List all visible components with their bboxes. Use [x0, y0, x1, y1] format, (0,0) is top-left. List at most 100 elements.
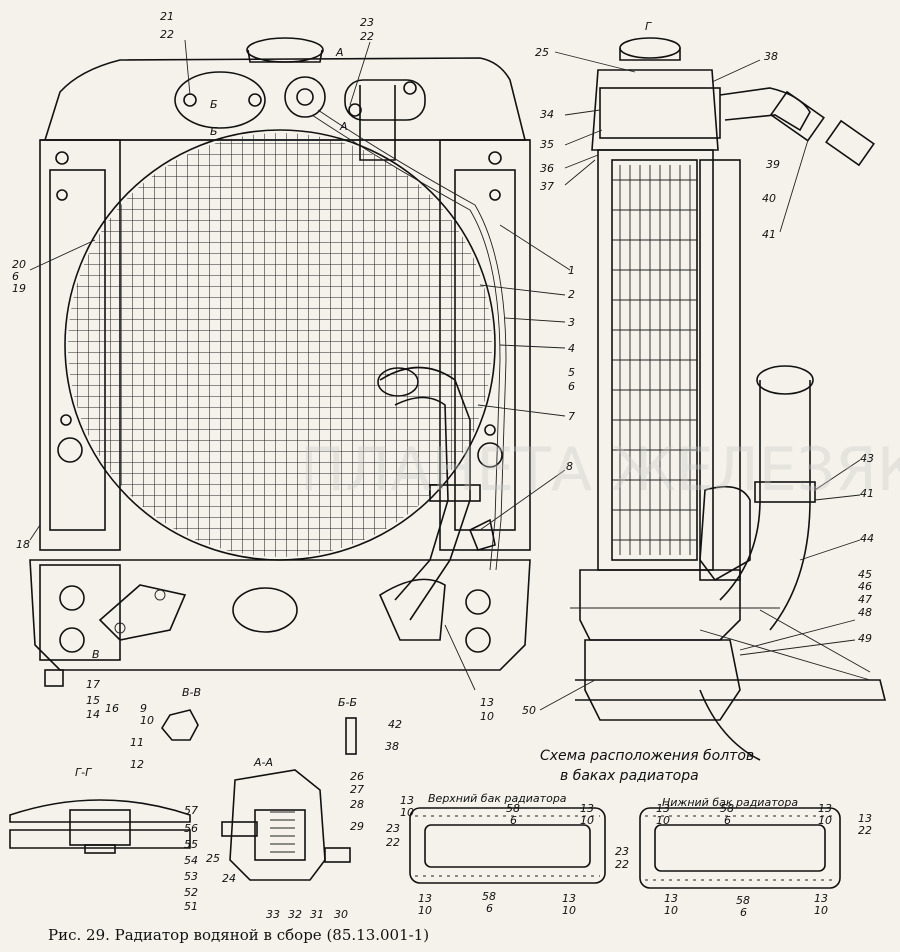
label-25: 25: [206, 852, 220, 865]
label-13: 13: [656, 802, 670, 815]
label-24: 24: [222, 872, 236, 885]
label-7: 7: [568, 410, 575, 423]
label-21: 21: [160, 10, 174, 23]
label-10: 10: [814, 904, 828, 917]
label-6: 6: [510, 814, 517, 827]
section-vv-title: В-В: [182, 686, 201, 699]
label-54: 54: [184, 854, 198, 867]
label-13: 13: [480, 696, 494, 709]
upper-tank-label: Верхний бак радиатора: [428, 792, 567, 805]
label-23: 23: [615, 845, 629, 858]
label-31: 31: [310, 908, 324, 921]
label-42: 42: [388, 718, 402, 731]
label-22: 22: [858, 824, 872, 837]
label-37: 37: [540, 180, 554, 193]
schema-title-line2: в баках радиатора: [560, 768, 699, 784]
label-6: 6: [724, 814, 731, 827]
label-46: 46: [858, 580, 872, 593]
label-38: 38: [764, 50, 778, 63]
label-32: 32: [288, 908, 302, 921]
label-30: 30: [334, 908, 348, 921]
label-50: 50: [522, 704, 536, 717]
label-44: 44: [860, 532, 874, 545]
label-1: 1: [568, 264, 575, 277]
label-43: 43: [860, 452, 874, 465]
label-14: 14: [86, 708, 100, 721]
section-gg-title: Г-Г: [75, 766, 92, 779]
label-38: 38: [385, 740, 399, 753]
label-3: 3: [568, 316, 575, 329]
label-13: 13: [664, 892, 678, 905]
label-10: 10: [480, 710, 494, 723]
label-47: 47: [858, 593, 872, 606]
label-10: 10: [818, 814, 832, 827]
label-4: 4: [568, 342, 575, 355]
label-v: В: [92, 648, 100, 661]
label-58: 58: [506, 802, 520, 815]
label-10: 10: [562, 904, 576, 917]
label-a: А: [339, 120, 348, 133]
leader-lines: [29, 39, 861, 711]
side-view: [570, 37, 887, 761]
label-10: 10: [140, 714, 154, 727]
label-15: 15: [86, 694, 100, 707]
label-6: 6: [12, 270, 19, 283]
label-23: 23: [360, 16, 374, 29]
watermark: ПЛАНЕТА ЖЕЛЕЗЯКА: [300, 435, 900, 505]
label-58: 58: [736, 894, 750, 907]
label-13: 13: [818, 802, 832, 815]
label-6: 6: [486, 902, 493, 915]
label-13: 13: [400, 794, 414, 807]
label-25: 25: [535, 46, 549, 59]
label-34: 34: [540, 108, 554, 121]
label-2: 2: [568, 288, 575, 301]
label-39: 39: [766, 158, 780, 171]
label-57: 57: [184, 804, 198, 817]
label-16: 16: [105, 702, 119, 715]
label-58: 58: [720, 802, 734, 815]
label-41: 41: [762, 228, 776, 241]
callout-labels: 21 22 23 22 А А Б Б Г 20 6 19 25 38 34 3…: [12, 10, 874, 921]
schema-title-line1: Схема расположения болтов: [540, 748, 754, 764]
label-51: 51: [184, 900, 198, 913]
label-40: 40: [762, 192, 776, 205]
label-45: 45: [858, 568, 872, 581]
label-55: 55: [184, 838, 198, 851]
label-26: 26: [350, 770, 364, 783]
section-details: [9, 709, 841, 889]
label-13: 13: [580, 802, 594, 815]
label-10: 10: [664, 904, 678, 917]
label-6: 6: [740, 906, 747, 919]
label-52: 52: [184, 886, 198, 899]
label-13: 13: [418, 892, 432, 905]
label-27: 27: [350, 783, 364, 796]
label-13: 13: [858, 812, 872, 825]
label-10: 10: [400, 806, 414, 819]
label-5: 5: [568, 366, 575, 379]
label-10: 10: [656, 814, 670, 827]
label-23: 23: [386, 822, 400, 835]
label-13: 13: [814, 892, 828, 905]
label-22: 22: [360, 30, 374, 43]
label-9: 9: [140, 702, 147, 715]
label-36: 36: [540, 162, 554, 175]
label-28: 28: [350, 798, 364, 811]
label-19: 19: [12, 282, 26, 295]
label-12: 12: [130, 758, 144, 771]
label-18: 18: [16, 538, 30, 551]
front-view: [29, 37, 531, 687]
label-20: 20: [12, 258, 26, 271]
label-33: 33: [266, 908, 280, 921]
label-22: 22: [615, 858, 629, 871]
label-53: 53: [184, 870, 198, 883]
label-13: 13: [562, 892, 576, 905]
label-8: 8: [566, 460, 573, 473]
label-22: 22: [160, 28, 174, 41]
label-35: 35: [540, 138, 554, 151]
label-17: 17: [86, 678, 100, 691]
label-11: 11: [130, 736, 144, 749]
label-58: 58: [482, 890, 496, 903]
label-10: 10: [418, 904, 432, 917]
